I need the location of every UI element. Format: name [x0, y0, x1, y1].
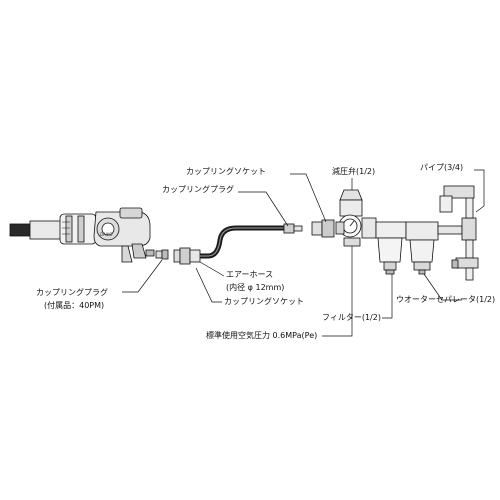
coupling-plug-accessory	[155, 249, 169, 260]
label-coupling-plug-bottom: カップリングプラグ	[36, 288, 108, 297]
coupling-socket-bottom	[173, 247, 201, 265]
label-coupling-socket-bottom: カップリングソケット	[224, 297, 304, 306]
label-water-separator: ウオーターセパレータ(1/2)	[396, 295, 496, 304]
pipe-assembly	[437, 185, 479, 281]
air-hose	[200, 225, 284, 259]
leader-lines	[122, 169, 485, 337]
label-pressure-reducer: 減圧弁(1/2)	[332, 167, 376, 176]
filter-unit	[375, 221, 407, 275]
label-coupling-plug-accessory: (付属品：40PM)	[44, 301, 105, 310]
label-air-hose: エアーホース	[226, 270, 274, 279]
tool-brand-mark: DAIKO	[100, 232, 112, 237]
water-separator-unit	[405, 221, 439, 275]
label-standard-pressure: 標準使用空気圧力 0.6MPa(Pe)	[206, 331, 318, 340]
label-coupling-socket-top: カップリングソケット	[186, 167, 266, 176]
label-filter: フィルター(1/2)	[322, 313, 381, 322]
label-coupling-plug-top: カップリングプラグ	[162, 185, 234, 194]
label-pipe: パイプ(3/4)	[420, 163, 464, 172]
label-air-hose-spec: (内径 φ 12mm)	[226, 283, 285, 292]
impact-wrench	[9, 207, 155, 263]
coupling-socket-top	[311, 219, 335, 238]
coupling-plug-hose-end	[283, 223, 303, 234]
pressure-regulator	[335, 189, 377, 247]
